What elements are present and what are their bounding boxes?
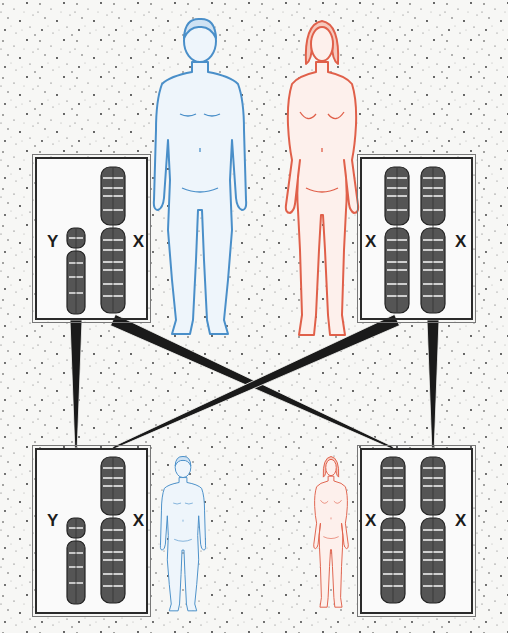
chromosome-box: YX: [35, 448, 148, 614]
chromosome-label: X: [133, 512, 144, 529]
inheritance-wedge: [427, 320, 439, 448]
chromosome-label: X: [455, 512, 466, 529]
chromosome-label: X: [455, 233, 466, 250]
inheritance-wedge: [70, 320, 82, 448]
chromosome-label: X: [133, 233, 144, 250]
chromosome-label: Y: [47, 512, 58, 529]
chromosome-box: XX: [360, 157, 473, 320]
inheritance-wedge: [113, 315, 400, 450]
chromosome-box: YX: [35, 157, 148, 320]
chromosome-box: XX: [360, 448, 473, 614]
chromosome-label: Y: [47, 233, 58, 250]
chromosome-label: X: [365, 233, 376, 250]
chromosome-label: X: [365, 512, 376, 529]
